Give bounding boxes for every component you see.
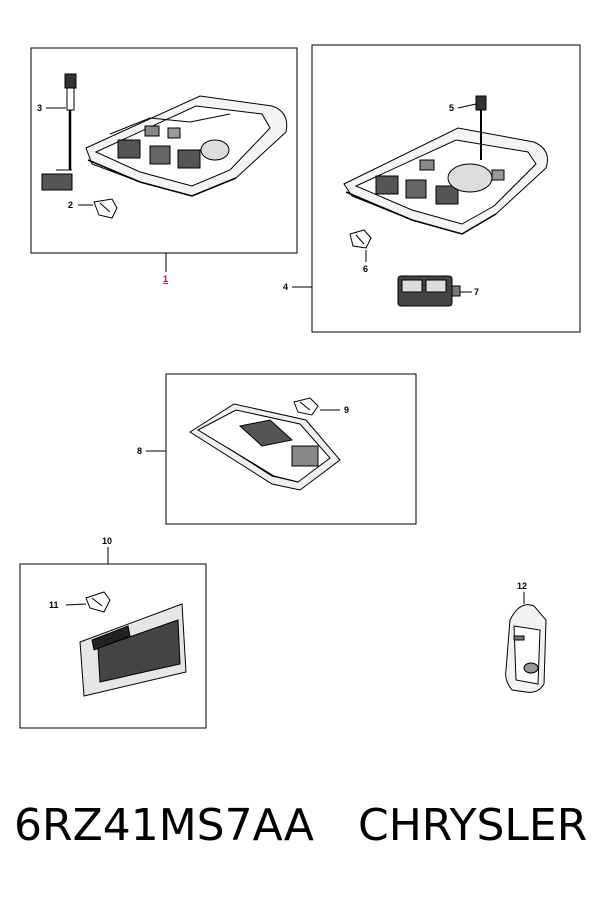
callout-9: 9 [344,405,349,415]
frame-assembly-4 [311,44,581,333]
bulb-6 [349,229,372,249]
part-number: 6RZ41MS7AA [14,800,315,851]
callout-2: 2 [68,200,73,210]
callout-5: 5 [449,103,454,113]
leader-line-5 [457,103,477,109]
frame-assembly-10 [19,563,207,729]
frame-assembly-8 [165,373,417,525]
overhead-console-4 [343,127,548,235]
cargo-lamp-10 [79,603,187,697]
leader-line-11 [65,603,87,606]
overhead-console-1 [85,95,288,197]
callout-11: 11 [49,600,59,610]
wire-harness-3 [41,73,77,191]
bulb-11 [85,591,111,613]
callout-6: 6 [363,264,368,274]
callout-8: 8 [137,446,142,456]
brand-name: CHRYSLER [358,800,588,851]
caption: 6RZ41MS7AA CHRYSLER [0,800,600,860]
frame-assembly-1 [30,47,298,254]
callout-4: 4 [283,282,288,292]
callout-3: 3 [37,103,42,113]
lamp-module-7 [397,275,461,307]
callout-1: 1 [163,274,168,284]
callout-10: 10 [102,536,112,546]
bulb-9 [293,397,319,416]
dome-lamp-8 [189,403,341,491]
callout-12: 12 [517,581,527,591]
bulb-2 [93,198,118,219]
callout-7: 7 [474,287,479,297]
connector-5 [475,95,487,160]
key-fob-12 [505,604,547,693]
